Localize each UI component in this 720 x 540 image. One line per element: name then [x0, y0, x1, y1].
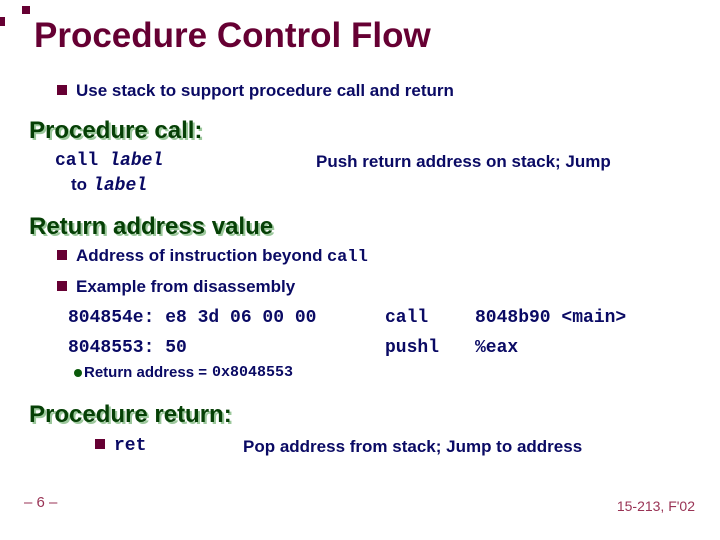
disasm-addr-bytes: 8048553: 50	[68, 338, 187, 358]
square-bullet-icon	[57, 250, 67, 260]
intro-bullet-text: Use stack to support procedure call and …	[76, 81, 454, 100]
note-value: 0x8048553	[211, 364, 293, 381]
disasm-addr-bytes: 804854e: e8 3d 06 00 00	[68, 308, 317, 328]
return-address-note: Return address = 0x8048553	[74, 364, 293, 381]
disasm-operand: 8048b90 <main>	[475, 308, 627, 328]
wrap-prefix: to	[71, 175, 88, 194]
bullet-text: Example from disassembly	[76, 277, 296, 296]
wrap-operand: label	[93, 176, 148, 196]
disasm-mnemonic: call	[385, 308, 429, 328]
circle-bullet-icon	[74, 368, 82, 377]
call-code-line: call label	[55, 151, 163, 171]
call-description: Push return address on stack; Jump	[316, 152, 611, 171]
ret-keyword: ret	[114, 436, 147, 456]
call-keyword: call	[55, 151, 99, 171]
bullet-text: Address of instruction beyond	[76, 246, 323, 265]
bullet-ret: ret	[95, 435, 146, 456]
disasm-operand: %eax	[475, 338, 519, 358]
corner-square-small-icon	[0, 17, 5, 26]
square-bullet-icon	[57, 281, 67, 291]
course-footer: 15-213, F'02	[616, 498, 695, 514]
square-bullet-icon	[95, 439, 105, 449]
section-heading-return-address-value: Return address value	[29, 213, 274, 240]
disasm-mnemonic: pushl	[385, 338, 440, 358]
intro-bullet-item: Use stack to support procedure call and …	[57, 81, 454, 101]
page-number: – 6 –	[24, 494, 58, 511]
note-label: Return address =	[84, 364, 207, 381]
return-description: Pop address from stack; Jump to address	[243, 437, 583, 456]
square-bullet-icon	[57, 85, 67, 95]
corner-square-icon	[22, 6, 30, 14]
bullet-code-call: call	[326, 248, 368, 267]
call-operand: label	[109, 151, 164, 171]
bullet-example-disassembly: Example from disassembly	[57, 277, 295, 297]
section-heading-procedure-return: Procedure return:	[29, 401, 232, 428]
page-title: Procedure Control Flow	[34, 16, 431, 55]
section-heading-procedure-call: Procedure call:	[29, 117, 203, 144]
bullet-address-of-instruction: Address of instruction beyond call	[57, 246, 368, 267]
